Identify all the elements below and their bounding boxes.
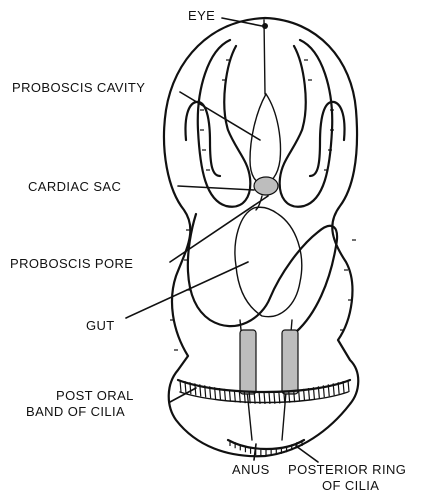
eye-spot [262,23,268,29]
label-cardiac-sac: CARDIAC SAC [28,179,121,194]
label-proboscis-pore: PROBOSCIS PORE [10,256,133,271]
label-anus: ANUS [232,462,270,477]
label-post-oral-line2: BAND OF CILIA [26,404,125,419]
label-posterior-ring-line1: POSTERIOR RING [288,462,406,477]
cardiac-sac-leader [178,186,254,190]
lower-ciliary-band [188,214,337,332]
cilium [348,380,349,392]
label-gut: GUT [86,318,115,333]
label-post-oral-line1: POST ORAL [56,388,134,403]
stipple-left [240,330,256,394]
proboscis-cavity [250,94,280,184]
label-proboscis-cavity: PROBOSCIS CAVITY [12,80,145,95]
right-ciliary-loop [310,102,345,176]
cardiac-sac [254,177,278,195]
proboscis-cavity-leader [180,92,260,140]
left-lateral-band [198,40,251,207]
posterior-ring [228,440,304,449]
label-posterior-ring-line2: OF CILIA [322,478,379,493]
stipple-right [282,330,298,394]
right-lateral-band [280,40,333,207]
proboscis-pore-leader [170,196,268,262]
anus-leader [254,444,256,460]
midline-stalk [264,20,265,94]
post-oral-cilia [180,380,349,404]
label-eye: EYE [188,8,215,23]
posterior-ring-leader [296,446,318,462]
